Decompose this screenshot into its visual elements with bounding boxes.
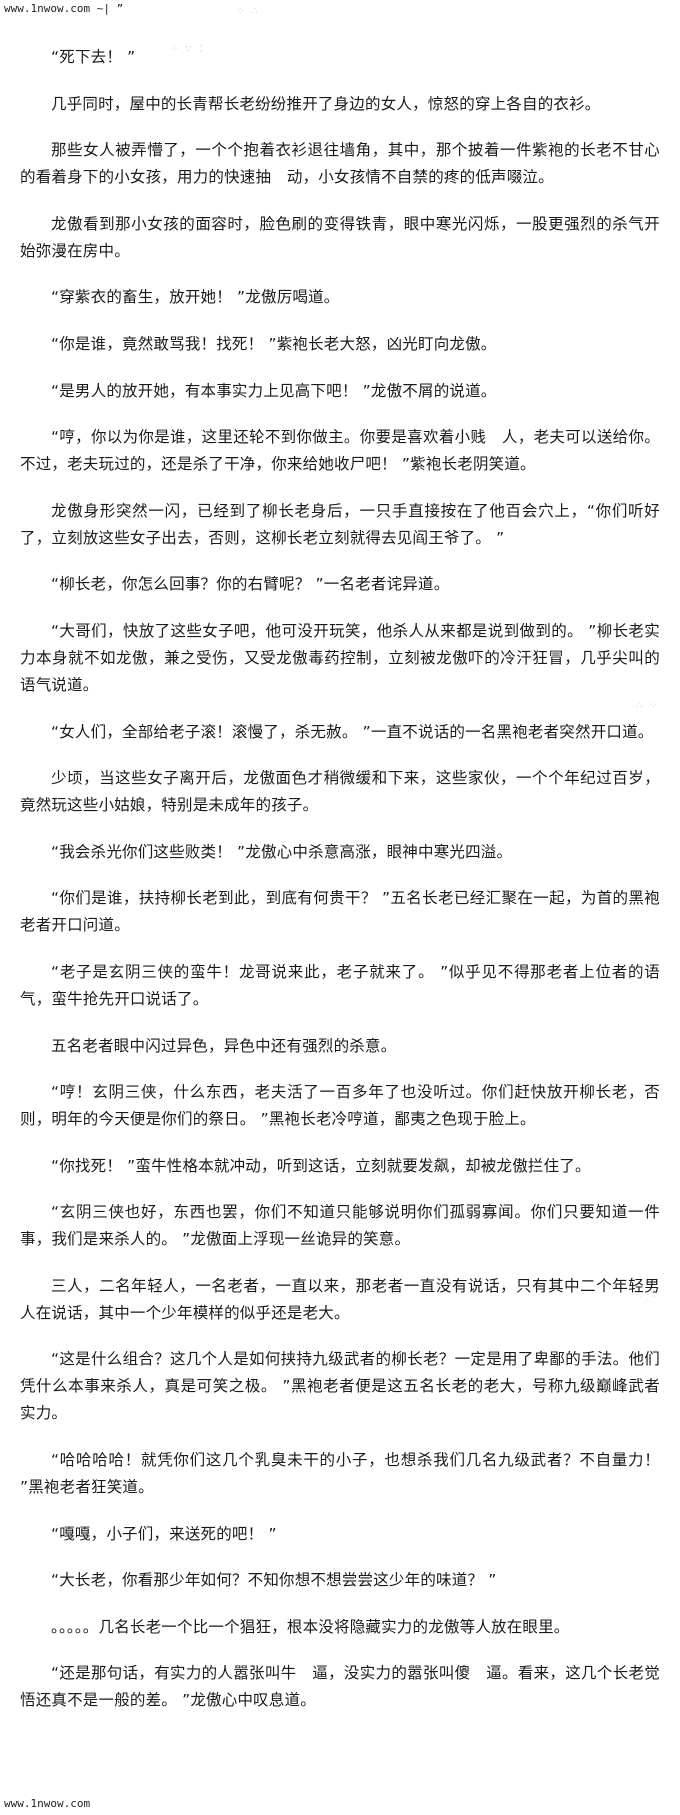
paragraph: “哼，你以为你是谁，这里还轮不到你做主。你要是喜欢着小贱 人，老夫可以送给你。不… [20, 428, 660, 474]
paragraph: 五名老者眼中闪过异色，异色中还有强烈的杀意。 [51, 1036, 397, 1055]
paragraph: “这是什么组合？这几个人是如何挟持九级武者的柳长老？一定是用了卑鄙的手法。他们凭… [20, 1350, 660, 1423]
footer-url: www.1nwow.com [4, 1797, 91, 1810]
paragraph: 。。。。。几名长老一个比一个猖狂，根本没将隐藏实力的龙傲等人放在眼里。 [51, 1617, 570, 1636]
paragraph: “你们是谁，扶持柳长老到此，到底有何贵干？ ”五名长老已经汇聚在一起，为首的黑袍… [20, 889, 660, 935]
paragraph: 几乎同时，屋中的长青帮长老纷纷推开了身边的女人，惊怒的穿上各自的衣衫。 [51, 94, 601, 113]
paragraph: “死下去！ ” [51, 48, 136, 66]
paragraph: “嘎嘎，小子们，来送死的吧！ ” [51, 1524, 277, 1543]
scan-speck: ⁘ ∴ [236, 6, 260, 17]
scan-speck: ∴ ⁘ [636, 700, 660, 711]
paragraph: 龙傲身形突然一闪，已经到了柳长老身后，一只手直接按在了他百会穴上，“你们听好了，… [20, 501, 660, 547]
paragraph: “老子是玄阴三侠的蛮牛！龙哥说来此，老子就来了。 ”似乎见不得那老者上位者的语气… [20, 962, 660, 1008]
paragraph: “你是谁，竟然敢骂我！找死！ ”紫袍长老大怒，凶光盯向龙傲。 [51, 334, 497, 353]
scan-speck: ⁘ ∵ [636, 1290, 660, 1301]
paragraph: “你找死！ ”蛮牛性格本就冲动，听到这话，立刻就要发飙，却被龙傲拦住了。 [51, 1156, 591, 1175]
header-url: www.1nwow.com ~| ” [4, 2, 124, 15]
paragraph: “女人们，全部给老子滚！滚慢了，杀无赦。 ”一直不说话的一名黑袍老者突然开口道。 [51, 722, 654, 741]
paragraph: 三人，二名年轻人，一名老者，一直以来，那老者一直没有说话，只有其中二个年轻男人在… [20, 1276, 660, 1322]
paragraph: “穿紫衣的畜生，放开她！ ”龙傲厉喝道。 [51, 288, 340, 307]
paragraph: “大哥们，快放了这些女子吧，他可没开玩笑，他杀人从来都是说到做到的。 ”柳长老实… [20, 621, 660, 694]
paragraph: “还是那句话，有实力的人嚣张叫牛 逼，没实力的嚣张叫傻 逼。看来，这几个长老觉悟… [20, 1664, 660, 1710]
paragraph: “柳长老，你怎么回事？你的右臂呢？ ”一名老者诧异道。 [51, 575, 450, 594]
paragraph: “是男人的放开她，有本事实力上见高下吧！ ”龙傲不屑的说道。 [51, 381, 497, 400]
paragraph: “大长老，你看那少年如何？不知你想不想尝尝这少年的味道？ ” [51, 1571, 497, 1590]
paragraph: 少顷，当这些女子离开后，龙傲面色才稍微缓和下来，这些家伙，一个个年纪过百岁，竟然… [20, 769, 660, 815]
paragraph: 龙傲看到那小女孩的面容时，脸色刷的变得铁青，眼中寒光闪烁，一股更强烈的杀气开始弥… [20, 214, 660, 260]
paragraph: “哈哈哈哈！就凭你们这几个乳臭未干的小子，也想杀我们几名九级武者？不自量力！ ”… [20, 1451, 660, 1497]
scan-speck: ⁘ ∵ ⁚ [170, 44, 205, 55]
paragraph: “哼！玄阴三侠，什么东西，老夫活了一百多年了也没听过。你们赶快放开柳长老，否则，… [20, 1083, 660, 1129]
paragraph: 那些女人被弄懵了，一个个抱着衣衫退往墙角，其中，那个披着一件紫袍的长老不甘心的看… [20, 141, 660, 187]
paragraph: “我会杀光你们这些败类！ ”龙傲心中杀意高涨，眼神中寒光四溢。 [51, 842, 513, 861]
article-body: “死下去！ ” 几乎同时，屋中的长青帮长老纷纷推开了身边的女人，惊怒的穿上各自的… [20, 44, 660, 1734]
paragraph: “玄阴三侠也好，东西也罢，你们不知道只能够说明你们孤弱寡闻。你们只要知道一件事，… [20, 1203, 660, 1249]
